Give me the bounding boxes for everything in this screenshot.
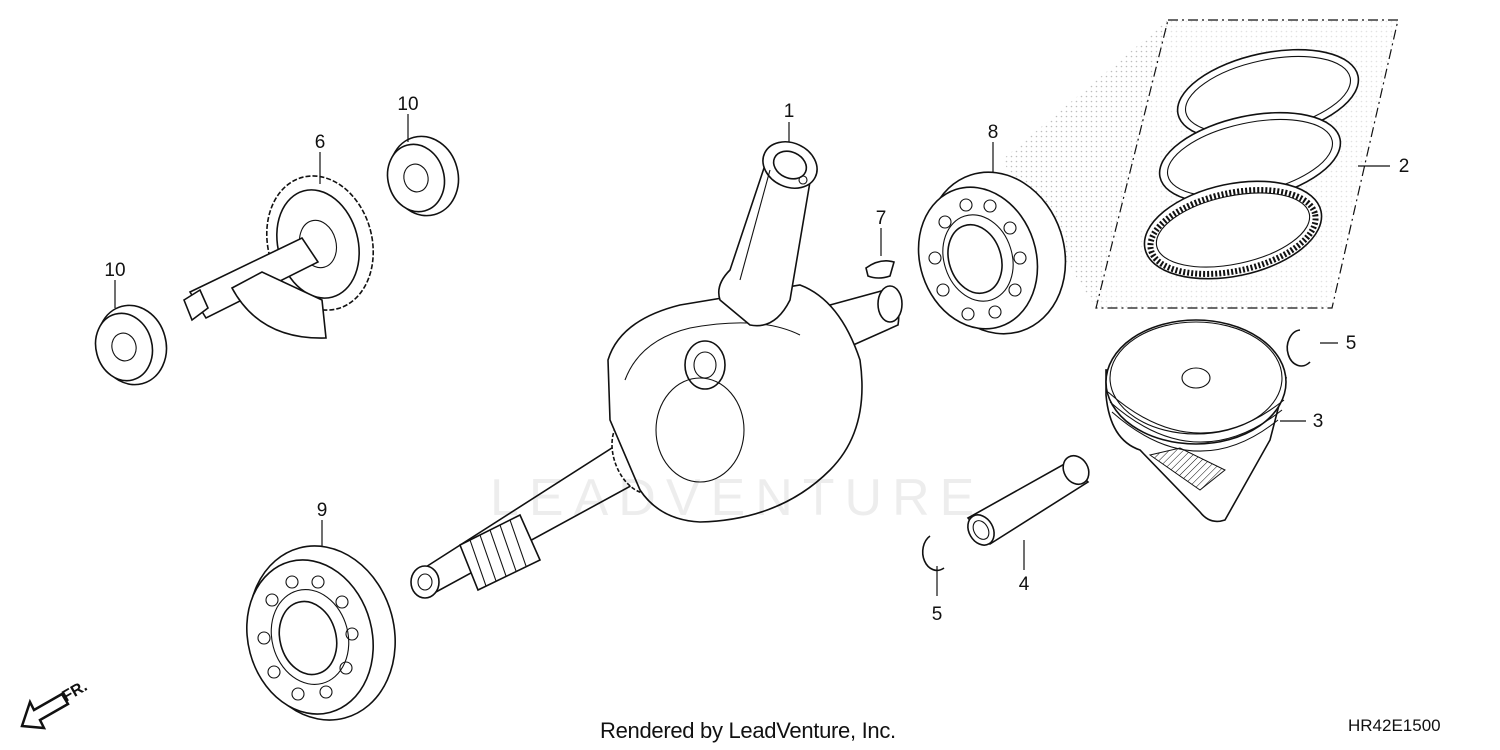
callout-clip-right: 5 [1346, 333, 1357, 354]
piston-ring-set[interactable] [1002, 19, 1399, 309]
crankshaft[interactable] [410, 133, 903, 599]
diagram-code: HR42E1500 [1348, 716, 1441, 735]
callout-crankshaft: 1 [784, 101, 795, 122]
piston-pin-clip-left[interactable] [921, 535, 945, 572]
callout-clip-left: 5 [932, 604, 943, 625]
woodruff-key[interactable] [865, 260, 895, 279]
piston[interactable] [1105, 319, 1288, 523]
small-bearing-top[interactable] [380, 129, 467, 224]
callout-labels: 1 2 3 4 5 5 6 7 8 9 10 10 [104, 94, 1409, 625]
callout-piston-pin: 4 [1019, 574, 1030, 595]
callout-balancer-shaft: 6 [315, 132, 326, 153]
callout-small-bearing-top: 10 [397, 94, 418, 115]
arrow-icon [20, 692, 70, 730]
callout-woodruff-key: 7 [876, 208, 887, 229]
balancer-shaft[interactable] [183, 164, 388, 339]
callout-bearing-left: 9 [317, 500, 328, 521]
leader-lines [114, 114, 1390, 596]
callout-bearing-right: 8 [988, 122, 999, 143]
callout-small-bearing-left: 10 [104, 260, 125, 281]
small-bearing-left[interactable] [88, 298, 175, 393]
piston-pin-clip-right[interactable] [1286, 329, 1311, 367]
footer-credit: Rendered by LeadVenture, Inc. [600, 718, 896, 743]
bearing-right[interactable] [901, 154, 1086, 352]
piston-pin[interactable] [963, 451, 1094, 550]
front-direction-indicator: FR. [20, 678, 90, 730]
callout-piston-ring-set: 2 [1399, 156, 1410, 177]
callout-piston: 3 [1313, 411, 1324, 432]
bearing-left[interactable] [230, 529, 415, 736]
